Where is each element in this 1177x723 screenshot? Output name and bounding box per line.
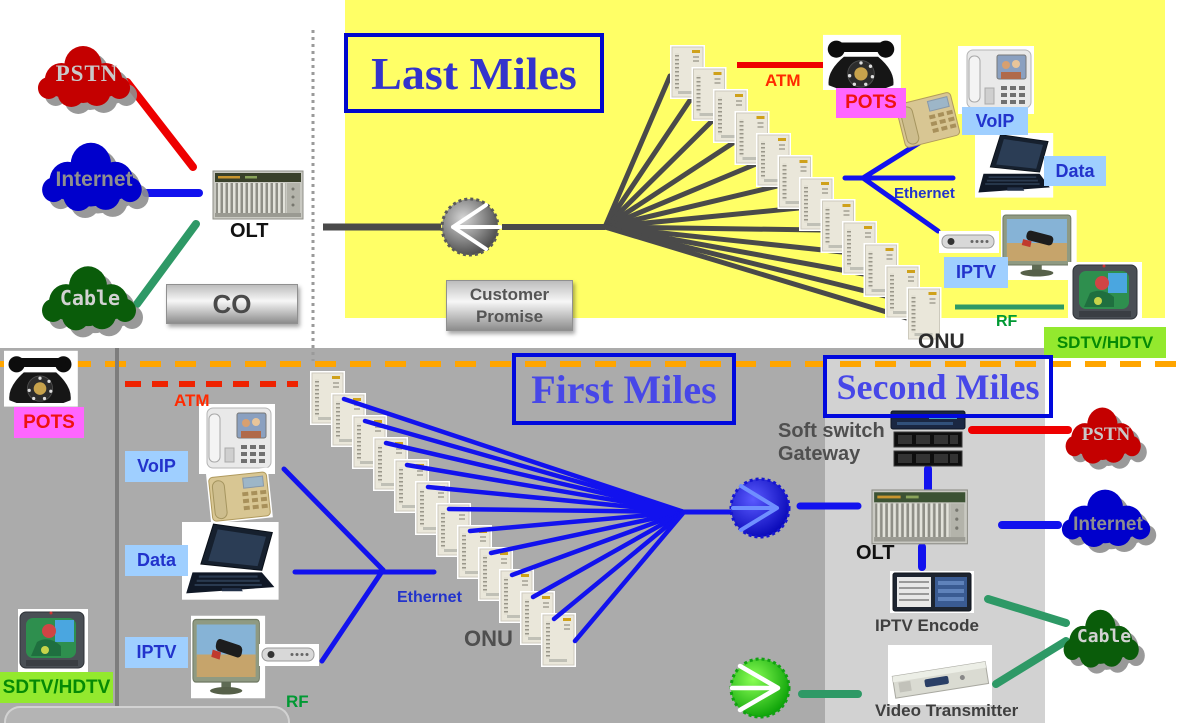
pots-label: POTS — [845, 92, 897, 113]
onu-tower-icon — [520, 591, 555, 645]
iptv-label: IPTV — [136, 642, 177, 662]
data-label: Data — [136, 550, 176, 570]
iptv-tag: IPTV — [125, 637, 188, 668]
rotary-phone-icon — [4, 350, 78, 407]
iptv-tag: IPTV — [944, 257, 1008, 288]
rf-label: RF — [996, 313, 1018, 330]
crt-tv-icon — [1068, 262, 1142, 324]
ethernet-label: Ethernet — [894, 185, 955, 202]
sdtv-tag: SDTV/HDTV — [1044, 327, 1166, 358]
voip-phone-icon — [895, 92, 961, 148]
cable-cloud-label: Cable — [59, 286, 121, 310]
voip-label: VoIP — [137, 456, 176, 476]
iptv-encode-label: IPTV Encode — [875, 616, 979, 635]
video-transmitter-label: Video Transmitter — [875, 701, 1019, 720]
ethernet-fan-bottom — [281, 466, 437, 664]
settop-box-icon — [939, 231, 999, 253]
iptv-encoder-icon — [890, 571, 974, 613]
sdtv-label: SDTV/HDTV — [2, 676, 111, 698]
data-label: Data — [1055, 160, 1095, 181]
laptop-icon — [975, 133, 1054, 198]
onu-stack-top — [670, 45, 942, 341]
internet-cloud-label: Internet — [1073, 514, 1143, 535]
soft-switch-gateway-label: Soft switch Gateway — [778, 420, 885, 466]
voip-tag: VoIP — [962, 107, 1028, 135]
onu-stack-bottom — [310, 371, 576, 667]
co-label: CO — [212, 288, 252, 319]
last-miles-title: Last Miles — [344, 33, 604, 113]
customer-promise-line1: Customer — [469, 285, 550, 305]
onu-tower-icon — [820, 199, 856, 253]
onu-tower-icon — [906, 287, 942, 341]
laptop-icon — [182, 522, 279, 600]
pots-tag: POTS — [836, 88, 906, 118]
optical-splitter-gray-icon — [440, 197, 502, 257]
olt-label: OLT — [856, 542, 895, 564]
pots-tag: POTS — [14, 407, 84, 438]
optical-splitter-green-icon — [729, 657, 791, 719]
pots-label: POTS — [23, 411, 75, 433]
second-miles-title: Second Miles — [823, 355, 1053, 418]
pstn-cloud-label: PSTN — [55, 61, 119, 86]
atm-label: ATM — [765, 71, 801, 90]
video-transmitter-icon — [888, 645, 992, 705]
customer-promise-box: Customer Promise — [446, 280, 573, 331]
co-access-links — [123, 78, 203, 308]
soft-switch-line2: Gateway — [778, 443, 861, 465]
olt-rack-icon — [871, 489, 968, 545]
pstn-cloud-label: PSTN — [1081, 424, 1131, 445]
voip-tag: VoIP — [125, 451, 188, 482]
softswitch-server-icon — [890, 410, 966, 467]
data-tag: Data — [125, 545, 188, 576]
voip-videophone-icon — [958, 46, 1034, 114]
iptv-label: IPTV — [955, 262, 996, 282]
olt-label: OLT — [230, 220, 269, 242]
crt-tv-icon — [18, 609, 88, 673]
optical-splitter-blue-icon — [729, 477, 791, 539]
sdtv-tag: SDTV/HDTV — [0, 672, 113, 703]
internet-cloud-label: Internet — [55, 168, 133, 191]
ethernet-fan-top — [842, 140, 956, 234]
splitter-fanout-bottom — [341, 396, 687, 644]
onu-label: ONU — [464, 626, 513, 651]
ethernet-label: Ethernet — [397, 589, 462, 606]
data-tag: Data — [1044, 156, 1106, 186]
olt-rack-icon — [212, 170, 304, 220]
atm-label: ATM — [174, 391, 210, 410]
cable-cloud-label: Cable — [1076, 626, 1132, 647]
voip-phone-icon — [206, 467, 273, 524]
rf-label: RF — [286, 692, 309, 711]
splitter-fanout-top — [602, 73, 909, 321]
customer-promise-line2: Promise — [475, 306, 544, 326]
voip-videophone-icon — [199, 404, 275, 474]
flat-tv-icon — [191, 615, 266, 699]
settop-box-icon — [259, 644, 319, 666]
bottom-fiber-links — [681, 426, 1072, 698]
soft-switch-line1: Soft switch — [778, 420, 885, 442]
first-miles-title: First Miles — [512, 353, 736, 425]
flat-tv-icon — [1001, 210, 1077, 280]
co-box: CO — [166, 284, 298, 324]
onu-label: ONU — [918, 330, 965, 353]
rotary-phone-icon — [823, 34, 901, 90]
onu-tower-icon — [541, 613, 576, 667]
cropped-bottom-panel — [4, 706, 290, 723]
voip-label: VoIP — [975, 110, 1015, 131]
sdtv-label: SDTV/HDTV — [1056, 332, 1154, 352]
